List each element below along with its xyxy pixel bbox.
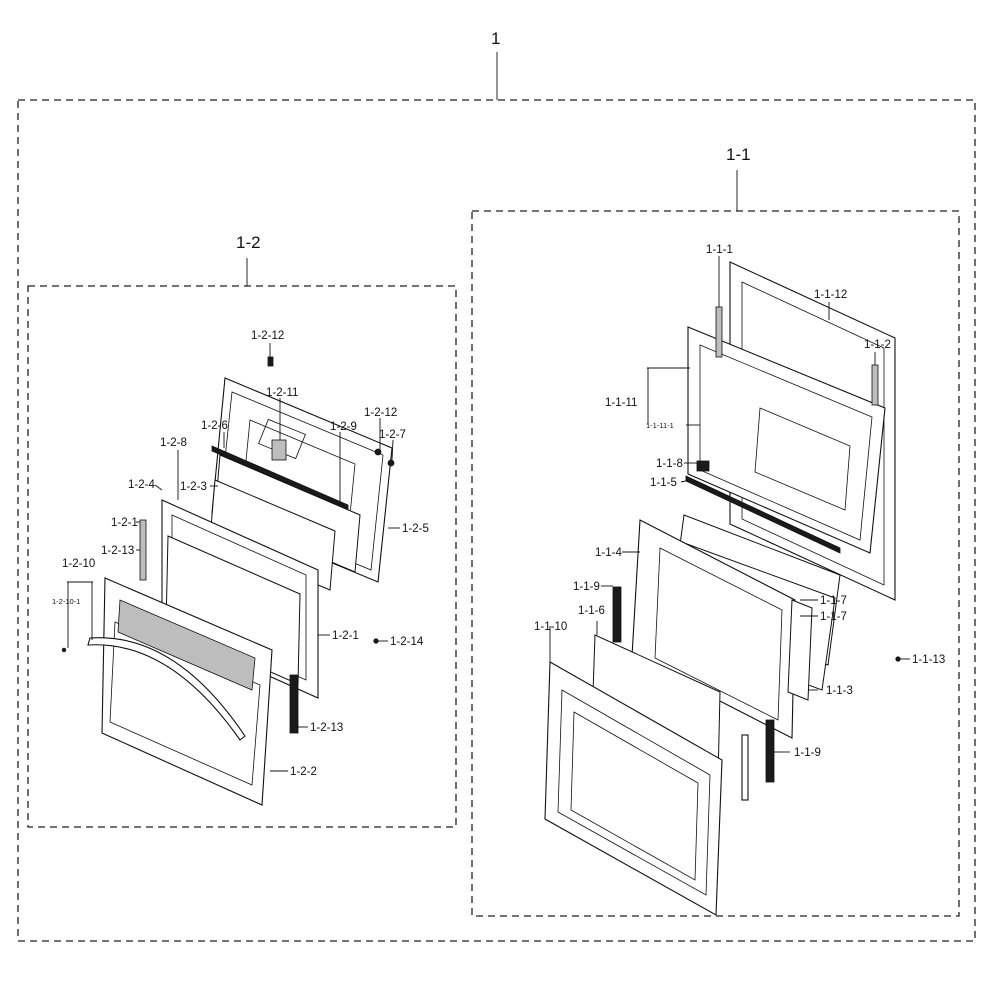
part-label: 1-2-14 [390,636,424,648]
bracket-part [696,460,710,472]
part-label: 1-1-12 [814,289,847,301]
part-label: 1-2-11 [266,387,298,399]
assembly-1-label: 1 [491,29,500,48]
door-window [570,711,699,881]
assembly-1-2-label: 1-2 [236,233,261,252]
part-label: 1-2-8 [160,437,187,449]
part-label: 1-1-11 [605,397,637,409]
door-handle-part [87,637,246,741]
part-label: 1-2-3 [180,481,207,493]
part-label: 1-2-12 [251,330,284,342]
part-label: 1-2-13 [310,722,343,734]
assembly-1-2-boundary [27,285,457,828]
part-label: 1-1-7 [820,595,847,607]
left-leader-lines [67,343,400,772]
part-label: 1-2-4 [128,479,155,491]
seal-strip-part [685,475,841,554]
part-label: 1-2-10 [62,558,95,570]
part-label: 1-2-13 [101,545,134,557]
part-label: 1-1-4 [595,547,622,559]
part-label: 1-1-13 [912,654,945,666]
left-part-labels: 1-2-12 1-2-11 1-2-12 1-2-7 1-2-6 1-2-9 1… [52,330,429,778]
part-label: 1-1-11-1 [646,421,674,430]
vent-grille [117,599,256,691]
hinge-part [715,306,723,358]
part-label: 1-2-2 [290,766,317,778]
right-door-parts [544,261,901,916]
part-label: 1-2-1 [332,630,359,642]
inner-panel-part [631,519,796,739]
hinge-part [612,586,622,643]
assembly-1-2-group: 1-2 [27,233,457,828]
screw-part [61,647,67,653]
part-label: 1-1-9 [794,747,821,759]
part-label: 1-1-8 [656,458,683,470]
part-label: 1-1-3 [826,685,853,697]
screw-part [373,638,379,644]
part-label: 1-1-5 [650,477,677,489]
assembly-1-1-label: 1-1 [726,145,751,164]
screw-part [387,459,395,467]
hinge-part [765,719,775,783]
assembly-1-1-boundary [471,210,960,917]
part-label: 1-2-1 [111,517,138,529]
part-label: 1-2-9 [330,421,357,433]
left-door-parts [61,356,395,806]
hinge-part [139,519,147,581]
part-label: 1-1-6 [578,605,605,617]
part-label: 1-1-2 [864,339,891,351]
glass-panel-part [787,599,813,701]
assembly-1-group: 1 [17,29,976,942]
glass-panel-part [209,479,336,591]
screw-part [267,356,274,367]
part-label: 1-2-6 [201,420,228,432]
part-label: 1-1-10 [534,621,567,633]
part-label: 1-2-10-1 [52,597,80,606]
hinge-part [289,674,299,734]
right-leader-lines [549,256,910,753]
part-label: 1-2-7 [379,429,406,441]
assembly-1-1-group: 1-1 [471,145,960,917]
part-label: 1-1-9 [573,581,600,593]
outer-door-panel-part [544,661,723,916]
part-label: 1-1-7 [820,611,847,623]
hinge-bracket-part [271,439,287,461]
right-part-labels: 1-1-1 1-1-12 1-1-2 1-1-11 1-1-11-1 1-1-8… [534,244,945,759]
part-label: 1-1-1 [706,244,733,256]
part-label: 1-2-5 [402,523,429,535]
hinge-part [871,364,879,406]
screw-part [374,448,382,456]
part-label: 1-2-12 [364,407,397,419]
